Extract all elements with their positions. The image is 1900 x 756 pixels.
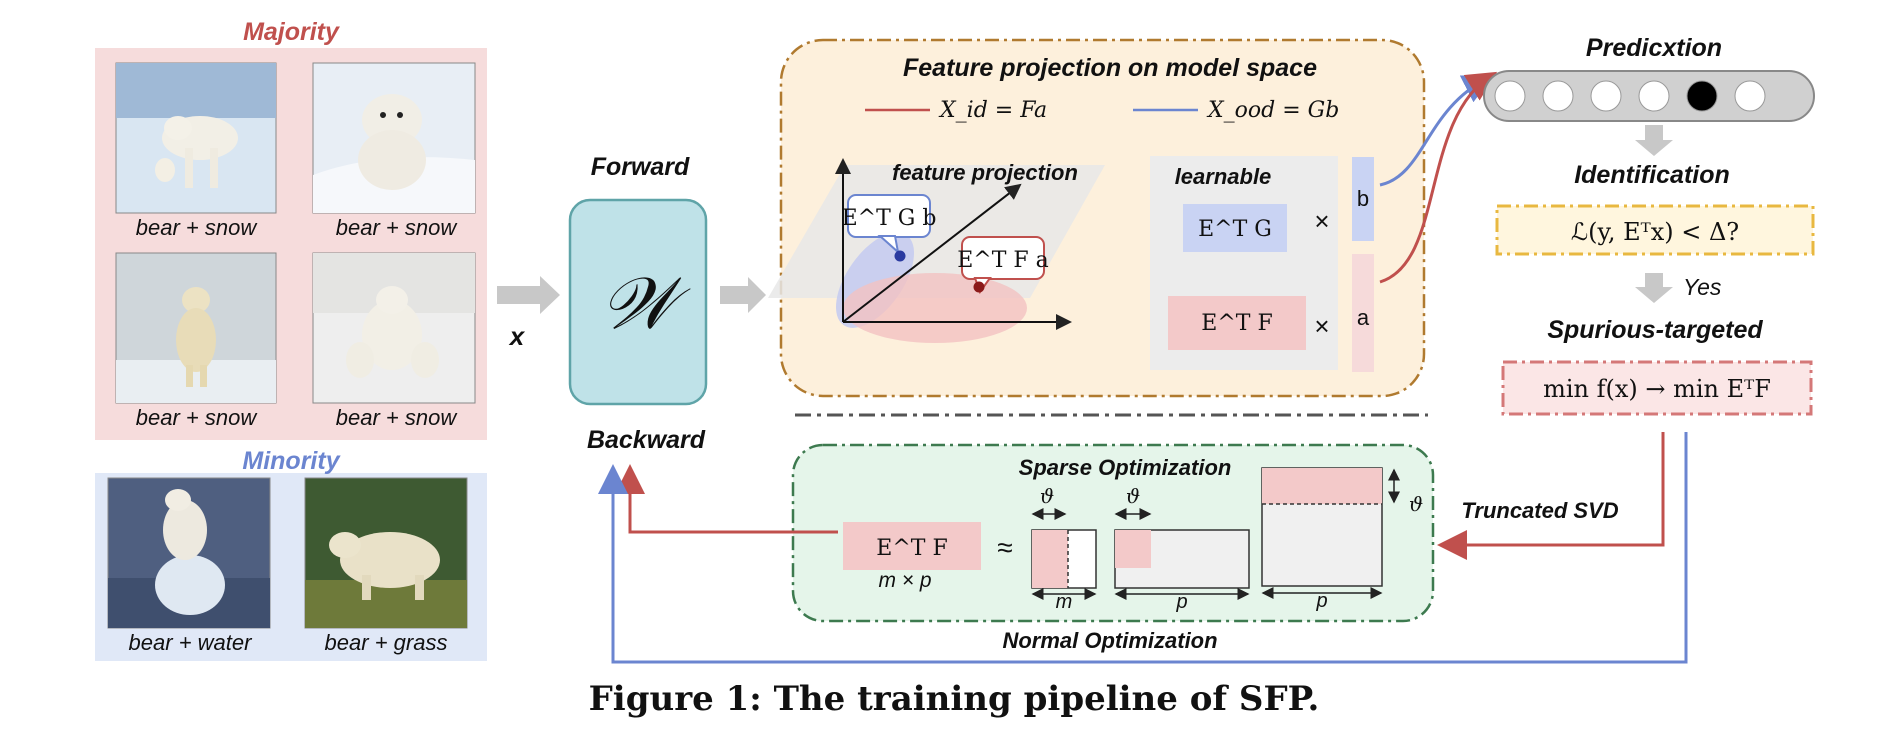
identification-down-arrow	[1635, 273, 1673, 303]
prediction-node	[1734, 80, 1766, 112]
prediction-node	[1686, 80, 1718, 112]
identification-box	[1495, 204, 1815, 256]
legend-ood-text: X_ood = Gb	[1206, 98, 1339, 123]
prediction-node	[1638, 80, 1670, 112]
figure-caption: Figure 1: The training pipeline of SFP.	[589, 679, 1320, 719]
truncated-svd-label: Truncated SVD	[1461, 498, 1618, 523]
times-1: ×	[1314, 206, 1329, 236]
sparse-etf-box	[843, 522, 981, 570]
forward-label: Forward	[591, 153, 690, 181]
prediction-node	[1590, 80, 1622, 112]
model-w-box	[568, 198, 708, 406]
etfa-callout	[961, 236, 1045, 280]
caption-majority-3: bear + snow	[136, 405, 259, 430]
caption-minority-1: bear + water	[129, 630, 254, 655]
p-label-2: p	[1315, 590, 1327, 612]
normal-optimization-arrow	[598, 432, 1688, 664]
caption-minority-2: bear + grass	[325, 630, 448, 655]
projection-panel: Feature projection on model space X_id =…	[768, 38, 1426, 398]
identification-condition: ℒ(y, Eᵀx) < Δ?	[1571, 218, 1739, 246]
input-x-label: x	[508, 321, 526, 351]
minority-panel: Minority bear + water bear + grass	[95, 447, 487, 661]
normal-optimization-label: Normal Optimization	[1002, 628, 1217, 653]
truncated-svd-arrow	[1437, 432, 1665, 560]
prediction-title: Predicxtion	[1586, 34, 1722, 62]
spurious-title: Spurious-targeted	[1547, 316, 1763, 344]
majority-panel: Majority bear + snow bear + snow	[95, 18, 487, 440]
theta-2: ϑ	[1126, 484, 1140, 508]
image-bear-water	[107, 477, 271, 629]
caption-majority-4: bear + snow	[336, 405, 459, 430]
image-bear-grass	[304, 477, 468, 629]
a-label: a	[1357, 305, 1370, 330]
b-label: b	[1357, 186, 1369, 211]
prediction-node	[1542, 80, 1574, 112]
image-bear-snow-3	[115, 252, 277, 404]
minority-title: Minority	[242, 447, 340, 475]
image-bear-snow-4	[312, 252, 476, 404]
id-point	[973, 281, 985, 293]
caption-majority-2: bear + snow	[336, 215, 459, 240]
spurious-box	[1501, 360, 1813, 416]
majority-title: Majority	[243, 18, 340, 46]
ood-point	[894, 250, 906, 262]
identification-title: Identification	[1574, 161, 1730, 189]
id-ellipse	[843, 273, 1027, 343]
etg-box-label: E^T G	[1198, 217, 1272, 242]
etf-box	[1168, 296, 1306, 350]
learnable-label: learnable	[1175, 164, 1272, 189]
times-2: ×	[1314, 311, 1329, 341]
legend-id-text: X_id = Fa	[938, 98, 1047, 123]
sparse-to-model-arrow	[615, 464, 838, 534]
sparse-etf-label: E^T F	[876, 536, 947, 561]
approx-symbol: ≈	[997, 532, 1012, 563]
theta-3: ϑ	[1409, 492, 1423, 516]
a-to-prediction-arrow	[1379, 71, 1498, 284]
m-label: m	[1056, 591, 1073, 613]
theta-1: ϑ	[1040, 484, 1054, 508]
sparse-dims: m × p	[878, 569, 931, 592]
input-arrow	[497, 276, 560, 314]
caption-majority-1: bear + snow	[136, 215, 259, 240]
a-vector	[1352, 254, 1374, 372]
sparse-panel: Sparse Optimization E^T F m × p ≈ ϑ m ϑ …	[791, 443, 1435, 623]
diagonal-axis	[842, 183, 1022, 323]
prediction-nodes	[1494, 80, 1766, 112]
etf-box-label: E^T F	[1201, 311, 1272, 336]
model-to-projection-arrow	[720, 277, 766, 313]
yes-label: Yes	[1683, 274, 1722, 300]
prediction-down-arrow	[1635, 125, 1673, 156]
prediction-node	[1494, 80, 1526, 112]
p-label-1: p	[1175, 591, 1187, 613]
etfa-label: E^T F a	[957, 248, 1049, 273]
b-vector	[1352, 157, 1374, 241]
feature-projection-label: feature projection	[892, 160, 1078, 185]
sparse-title: Sparse Optimization	[1019, 455, 1232, 480]
image-bear-snow-2	[312, 62, 476, 214]
etg-box	[1183, 204, 1287, 252]
image-bear-snow-1	[115, 62, 277, 214]
projection-title: Feature projection on model space	[903, 54, 1317, 82]
backward-label: Backward	[587, 426, 706, 454]
etgb-label: E^T G b	[842, 206, 937, 231]
spurious-formula: min f(x) → min EᵀF	[1543, 375, 1771, 403]
